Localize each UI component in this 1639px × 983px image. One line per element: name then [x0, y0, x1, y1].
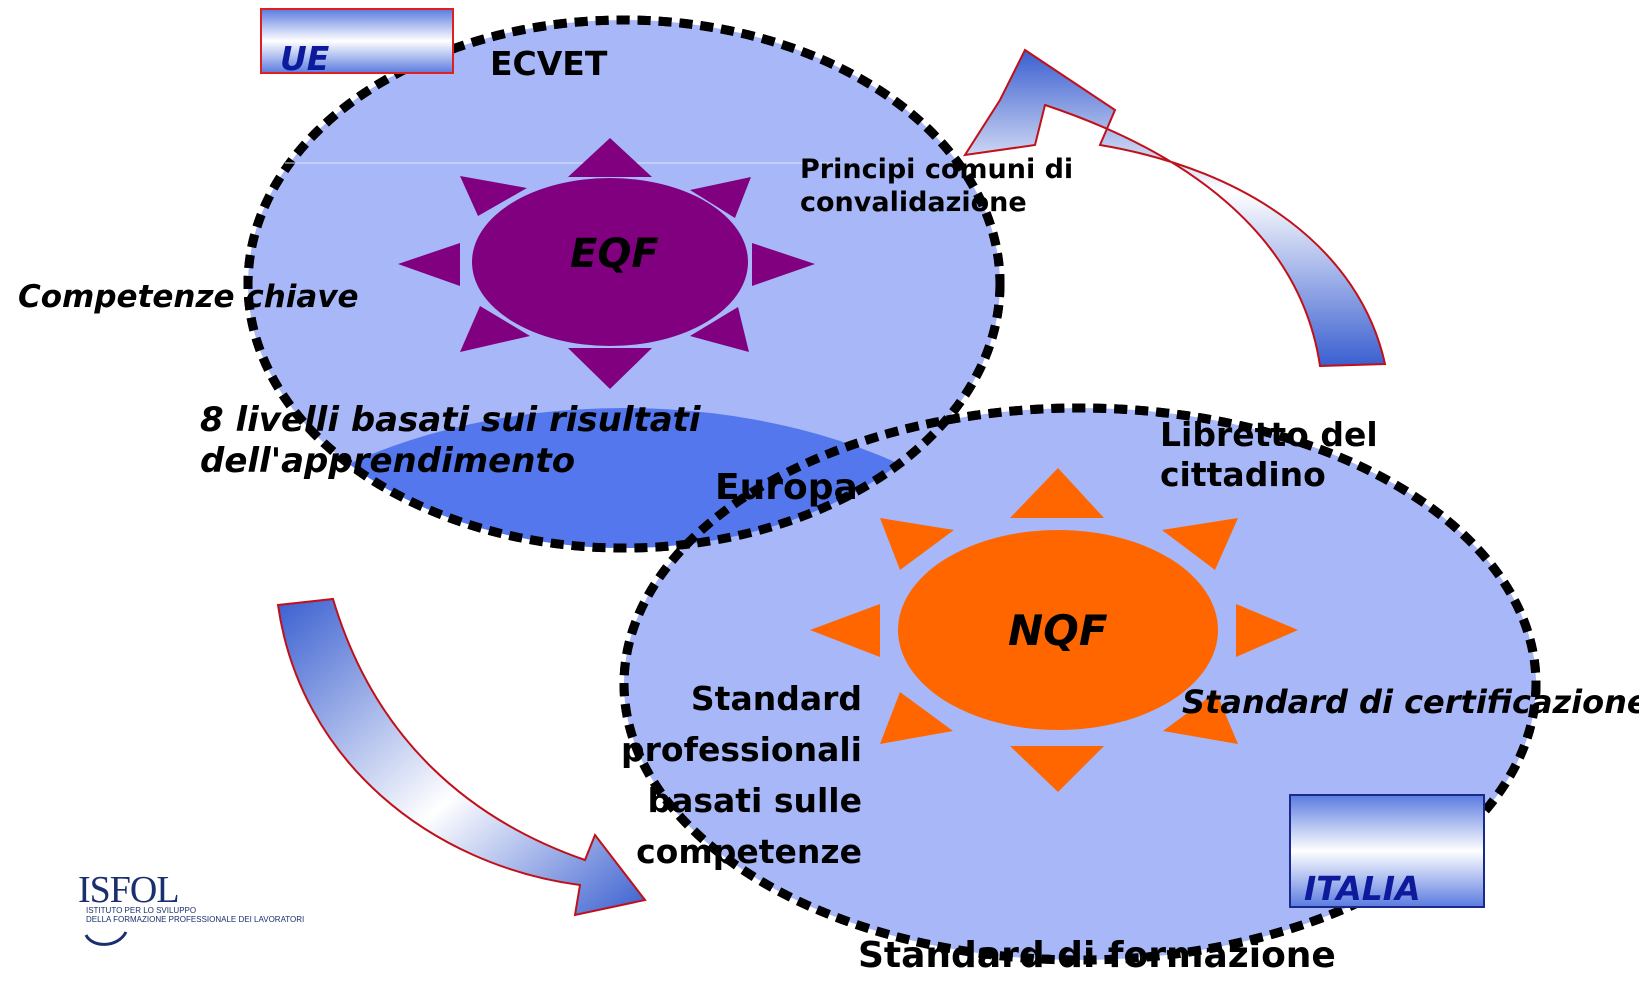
italia-box [1289, 794, 1485, 908]
europa-label: Europa [715, 467, 858, 508]
eqf-sun-core [472, 178, 748, 346]
nqf-label: NQF [1008, 606, 1108, 655]
nqf-ray-bottomright [1163, 692, 1238, 744]
nqf-ray-bottomleft [880, 692, 953, 744]
isfol-logo-subtitle: ISTITUTO PER LO SVILUPPO DELLA FORMAZION… [86, 906, 305, 924]
isfol-logo-swoosh [84, 931, 128, 946]
eqf-ray-bottomleft [460, 306, 530, 352]
standard-professionali-label: Standard professionali basati sulle comp… [621, 679, 862, 871]
italia-label-box: ITALIA [1304, 862, 1421, 908]
ue-box [260, 8, 454, 74]
standard-certificazione-label: Standard di certificazione [1182, 683, 1639, 721]
eqf-ray-left [398, 243, 460, 286]
competenze-chiave-label: Competenze chiave [18, 279, 359, 315]
eqf-ray-bottom [568, 348, 652, 389]
nqf-ray-topleft [880, 518, 954, 570]
italia-label: ITALIA [1304, 869, 1421, 908]
principi-label: Principi comuni di convalidazione [800, 154, 1074, 218]
isfol-logo: ISFOL ISTITUTO PER LO SVILUPPO DELLA FOR… [78, 869, 304, 924]
nqf-ray-right [1236, 604, 1298, 657]
eqf-ray-right [752, 243, 815, 286]
nqf-ray-bottom [1010, 746, 1104, 792]
nqf-ray-top [1010, 468, 1104, 518]
curved-arrow-up [962, 48, 1387, 368]
ue-label: UE [280, 39, 330, 78]
ue-label-box: UE [280, 38, 329, 78]
ecvet-label: ECVET [490, 44, 608, 83]
nqf-sun [810, 468, 1298, 792]
eqf-ray-topright [690, 177, 751, 218]
eqf-sun [398, 138, 815, 389]
isfol-logo-text: ISFOL [78, 869, 180, 911]
nqf-ray-left [810, 604, 880, 657]
nqf-sun-core [898, 530, 1218, 730]
eqf-ray-bottomright [690, 307, 749, 352]
eqf-ray-top [568, 138, 652, 177]
livelli-label: 8 livelli basati sui risultati dell'appr… [200, 400, 701, 482]
eqf-ray-topleft [460, 176, 527, 216]
libretto-label: Libretto del cittadino [1160, 415, 1378, 495]
nqf-ray-topright [1162, 518, 1238, 570]
standard-formazione-label: Standard di formazione [858, 935, 1336, 976]
curved-arrow-down [276, 597, 647, 917]
eqf-label: EQF [570, 231, 659, 277]
